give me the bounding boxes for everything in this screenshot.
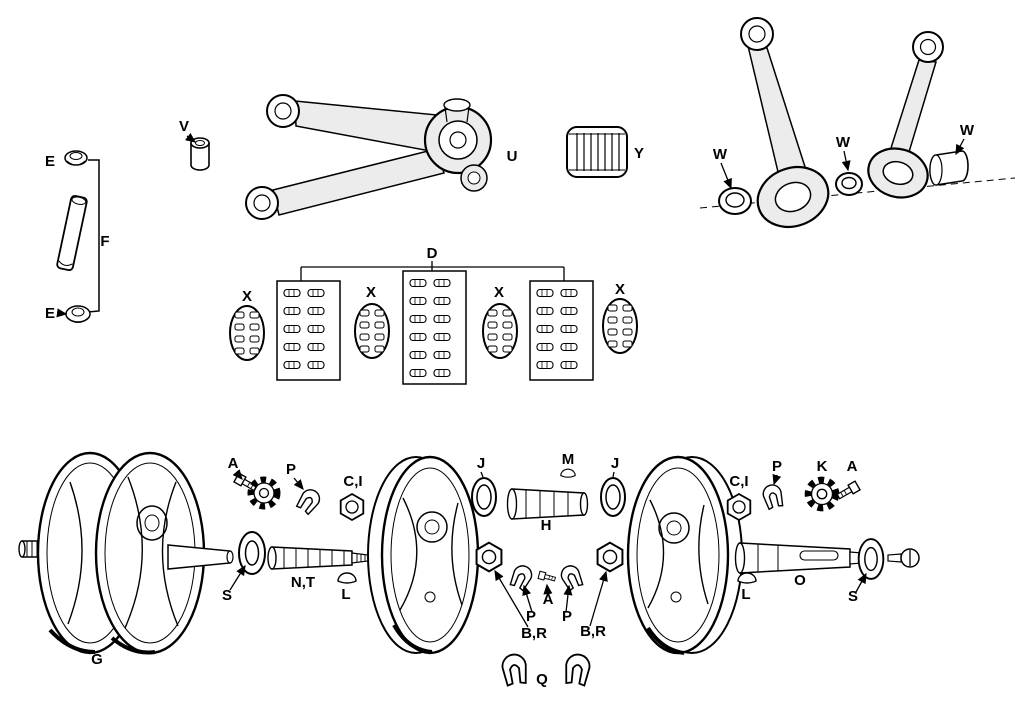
part-p-fork-left: [294, 485, 324, 517]
part-br-nut-right: [596, 541, 624, 573]
label-x3: X: [494, 284, 504, 301]
label-l-right: L: [741, 586, 750, 603]
part-p-fork-bottom-right: [557, 562, 586, 593]
part-nt-pinion-shaft: [267, 546, 369, 570]
label-ci-left: C,I: [343, 473, 362, 490]
part-u-connecting-rod: [245, 94, 493, 220]
label-x2: X: [366, 284, 376, 301]
part-l-key-left: [337, 572, 357, 584]
part-f-pin: [56, 194, 88, 272]
part-screw-right: [887, 548, 920, 568]
part-flywheel-right: [626, 455, 743, 655]
part-j-ring-right: [600, 477, 626, 517]
part-d-roller-box-1: [276, 280, 341, 381]
part-d-roller-box-3: [529, 280, 594, 381]
label-e-top: E: [45, 153, 55, 170]
label-w2: W: [836, 134, 851, 151]
part-x-retainer-1: [229, 305, 265, 361]
label-p-bottom-left: P: [526, 608, 536, 625]
part-p-fork-bottom-left: [507, 562, 536, 593]
part-flywheel-center: [367, 455, 480, 655]
label-br-right: B,R: [580, 623, 606, 640]
label-p-left: P: [286, 461, 296, 478]
part-a-lock-washer-left: [251, 480, 278, 507]
label-g: G: [91, 651, 103, 668]
label-y: Y: [634, 145, 644, 162]
label-a-right: A: [847, 458, 858, 475]
part-s-washer-right: [857, 538, 885, 580]
part-g-flywheel-assembly: [18, 451, 234, 655]
label-w1: W: [713, 146, 728, 163]
label-f: F: [100, 233, 109, 250]
label-ci-right: C,I: [729, 473, 748, 490]
part-ci-nut-right: [726, 493, 752, 521]
label-k: K: [817, 458, 828, 475]
label-v: V: [179, 118, 189, 135]
leader-arrows: [56, 132, 965, 628]
label-br-left: B,R: [521, 625, 547, 642]
part-y-bearing: [566, 126, 628, 178]
part-x-retainer-2: [354, 303, 390, 359]
part-k-lock-washer: [808, 480, 836, 508]
part-s-washer-left: [238, 531, 266, 575]
part-v-bushing: [190, 137, 210, 171]
label-q: Q: [536, 671, 548, 688]
part-d-roller-box-2: [402, 270, 467, 385]
label-x4: X: [615, 281, 625, 298]
label-m: M: [562, 451, 575, 468]
label-s-right: S: [848, 588, 858, 605]
part-w-connecting-rods: [699, 17, 1016, 229]
bracket-d: [300, 261, 565, 281]
label-a-bottom: A: [543, 591, 554, 608]
part-a-screw-bottom: [537, 570, 557, 584]
part-l-key-right: [737, 572, 757, 584]
part-h-crank-pin: [506, 488, 589, 520]
label-p-right: P: [772, 458, 782, 475]
label-x1: X: [242, 288, 252, 305]
label-l-left: L: [341, 586, 350, 603]
part-j-ring-left: [471, 477, 497, 517]
part-w-sleeve: [929, 150, 969, 186]
bracket-f: [87, 159, 100, 313]
part-x-retainer-4: [602, 298, 638, 354]
label-s-left: S: [222, 587, 232, 604]
label-d: D: [427, 245, 438, 262]
part-a-bolt-right: [835, 480, 861, 502]
label-h: H: [541, 517, 552, 534]
label-p-bottom-right: P: [562, 608, 572, 625]
part-p-fork-right: [760, 482, 786, 511]
part-e-top-washer: [64, 150, 88, 166]
label-j-left: J: [477, 455, 485, 472]
label-u: U: [507, 148, 518, 165]
label-e-bottom: E: [45, 305, 55, 322]
part-w-ring-1: [718, 187, 752, 215]
part-q-fork-right: [562, 652, 592, 687]
part-e-bottom-washer: [65, 305, 91, 323]
part-m-key: [560, 468, 576, 478]
part-x-retainer-3: [482, 303, 518, 359]
label-w3: W: [960, 122, 975, 139]
part-br-nut-left: [475, 541, 503, 573]
label-a-left: A: [228, 455, 239, 472]
part-w-ring-2: [835, 172, 863, 196]
part-ci-nut-left: [339, 493, 365, 521]
part-q-fork-left: [500, 652, 530, 687]
label-o: O: [794, 572, 806, 589]
label-nt: N,T: [291, 574, 315, 591]
part-o-sprocket-shaft: [734, 542, 866, 574]
label-j-right: J: [611, 455, 619, 472]
